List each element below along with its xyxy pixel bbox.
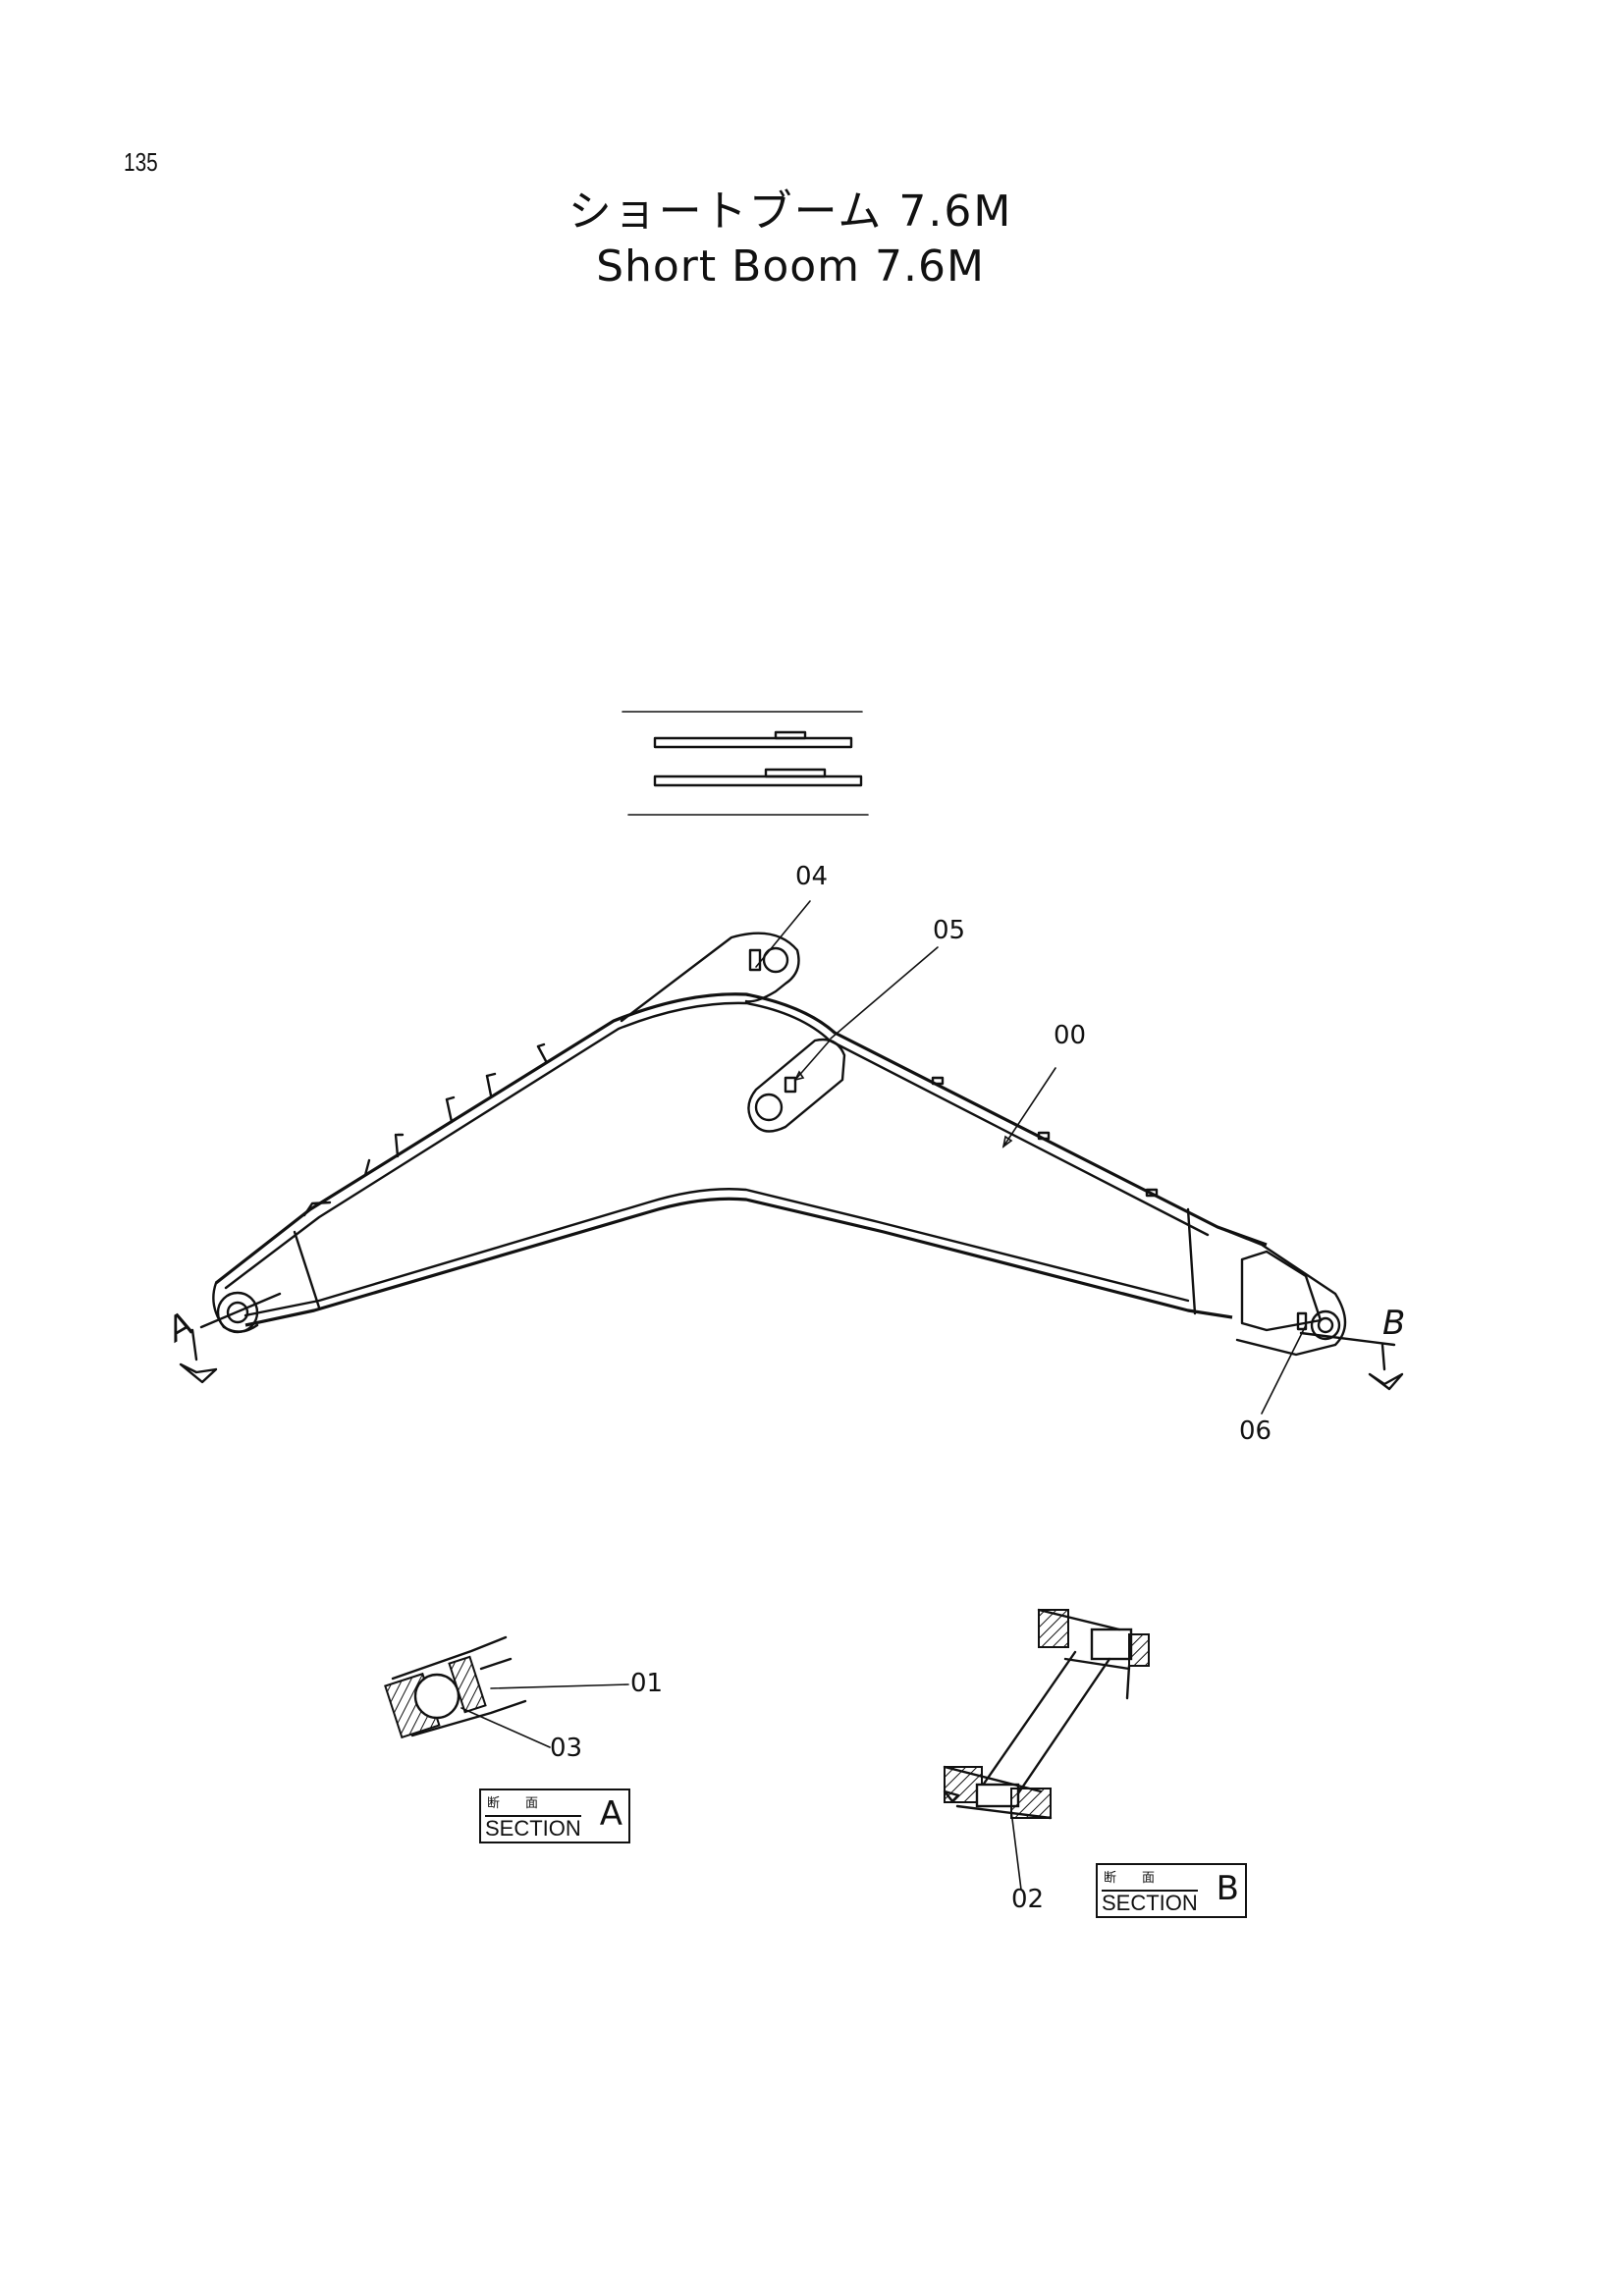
section-a-letter: A [599, 1794, 622, 1834]
callout-03: 03 [550, 1734, 583, 1763]
callout-04: 04 [795, 862, 829, 891]
section-a-detail [384, 1635, 527, 1739]
section-a-word: SECTION [485, 1815, 581, 1841]
callout-05: 05 [933, 916, 966, 945]
view-marker-a [179, 1292, 282, 1384]
section-b-letter: B [1216, 1869, 1239, 1908]
section-b-detail [943, 1608, 1150, 1820]
title-block: ショートブーム 7.6M Short Boom 7.6M [393, 185, 1188, 294]
top-plate-detail [622, 711, 869, 816]
leader-lines [460, 900, 1307, 1891]
callout-01: 01 [630, 1669, 664, 1698]
page-number: 135 [124, 147, 158, 177]
view-letter-b: B [1382, 1304, 1406, 1343]
section-b-kanji: 断面 [1104, 1871, 1181, 1886]
callout-06: 06 [1239, 1416, 1272, 1446]
section-a-kanji: 断面 [487, 1796, 565, 1811]
view-marker-b [1299, 1331, 1404, 1391]
callout-00: 00 [1054, 1021, 1087, 1050]
boom-body [212, 932, 1347, 1357]
section-a-label: 断面 SECTION A [479, 1789, 630, 1843]
callout-02: 02 [1011, 1885, 1045, 1914]
title-english: Short Boom 7.6M [596, 241, 985, 292]
title-japanese: ショートブーム 7.6M [568, 187, 1013, 237]
section-b-label: 断面 SECTION B [1096, 1863, 1247, 1918]
section-b-word: SECTION [1102, 1890, 1198, 1915]
